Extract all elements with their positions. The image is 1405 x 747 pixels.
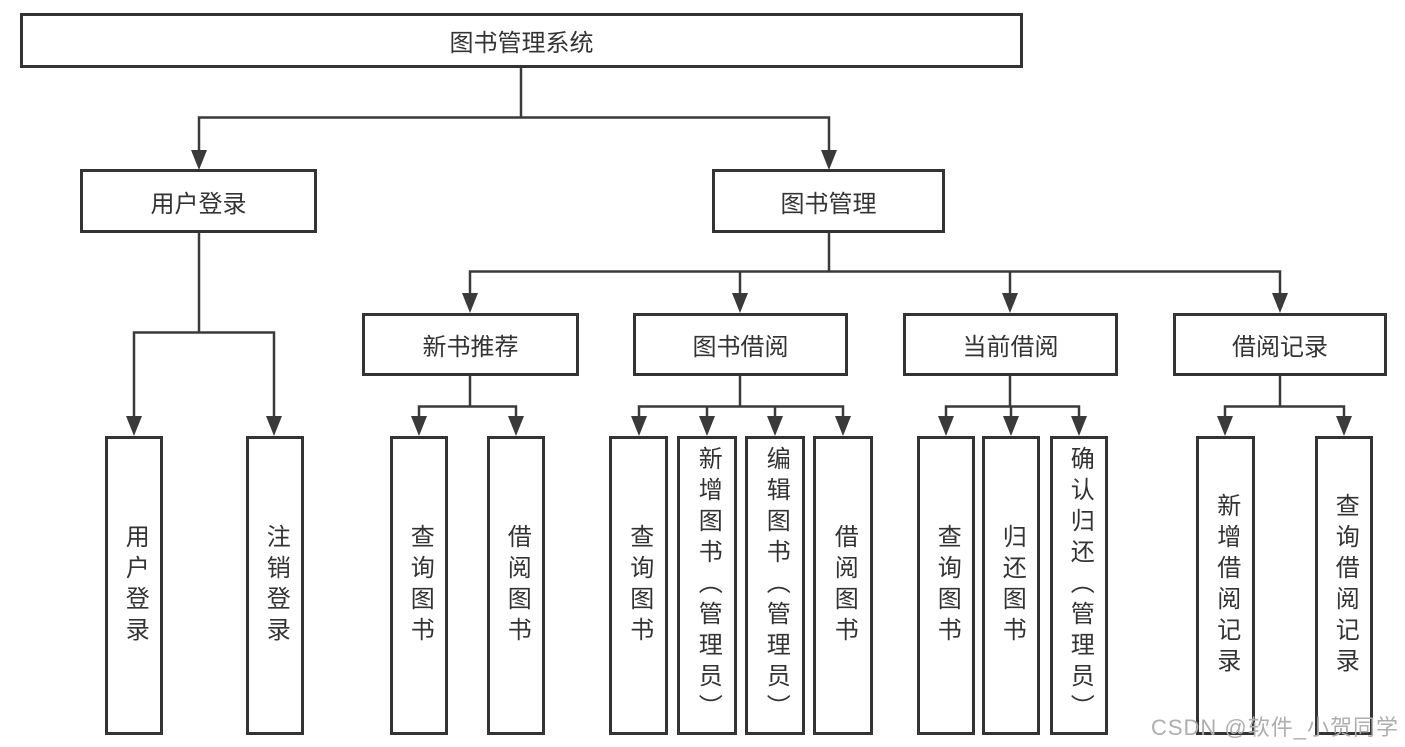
arrowhead: [1071, 416, 1087, 436]
leaf-label: 确认归还（管理员）: [1066, 446, 1094, 725]
arrowhead: [126, 416, 142, 436]
node-label: 图书借阅: [692, 334, 789, 361]
arrowhead: [1003, 416, 1019, 436]
leaf-label: 查询图书: [625, 523, 653, 648]
leaf-label: 归还图书: [998, 523, 1026, 648]
connector-root-to-level2: [191, 68, 837, 170]
connector-line: [1223, 376, 1346, 418]
leaf-label: 借阅图书: [503, 523, 531, 648]
leaf-user-login: 用户登录: [105, 436, 163, 735]
leaf-label: 新增借阅记录: [1212, 492, 1240, 679]
leaf-return-book: 归还图书: [982, 436, 1040, 735]
leaf-query-book-1: 查询图书: [390, 436, 448, 735]
leaf-label: 新增图书（管理员）: [694, 446, 722, 725]
leaf-label: 用户登录: [121, 523, 149, 648]
connector-borrowrecords-to-leaves: [1217, 376, 1352, 436]
arrowhead: [191, 150, 207, 170]
connector-bookmanagement-to-level3: [462, 233, 1288, 313]
leaf-label: 查询图书: [406, 523, 434, 648]
leaf-add-book-admin: 新增图书（管理员）: [677, 436, 737, 735]
arrowhead: [1002, 293, 1018, 313]
arrowhead: [631, 416, 647, 436]
connector-currentborrow-to-leaves: [938, 376, 1087, 436]
leaf-edit-book-admin: 编辑图书（管理员）: [745, 436, 805, 735]
connector-line: [197, 68, 831, 152]
csdn-watermark: CSDN @软件_小贺同学: [1150, 715, 1399, 740]
leaf-query-book-2: 查询图书: [609, 436, 668, 735]
arrowhead: [411, 416, 427, 436]
arrowhead: [938, 416, 954, 436]
node-current-borrow: 当前借阅: [903, 313, 1118, 376]
leaf-borrow-book-1: 借阅图书: [487, 436, 545, 735]
arrowhead: [732, 293, 748, 313]
arrowhead: [462, 293, 478, 313]
leaf-label: 查询借阅记录: [1331, 492, 1359, 679]
leaf-label: 查询图书: [933, 523, 961, 648]
node-label: 新书推荐: [422, 334, 519, 361]
connector-line: [417, 376, 518, 418]
arrowhead: [1217, 416, 1233, 436]
leaf-borrow-book-2: 借阅图书: [813, 436, 873, 735]
node-user-login: 用户登录: [80, 169, 317, 233]
leaf-label: 编辑图书（管理员）: [762, 446, 790, 725]
node-label: 当前借阅: [962, 334, 1059, 361]
arrowhead: [699, 416, 715, 436]
arrowhead: [1272, 293, 1288, 313]
leaf-label: 注销登录: [262, 523, 290, 648]
arrowhead: [1336, 416, 1352, 436]
leaf-label: 借阅图书: [830, 523, 858, 648]
leaf-add-borrow-record: 新增借阅记录: [1196, 436, 1255, 735]
arrowhead: [835, 416, 851, 436]
connector-newbook-to-leaves: [411, 376, 524, 436]
connector-line: [637, 376, 845, 418]
arrowhead: [821, 150, 837, 170]
arrowhead: [767, 416, 783, 436]
node-label: 图书管理系统: [449, 30, 594, 57]
arrowhead: [508, 416, 524, 436]
arrowhead: [266, 416, 282, 436]
leaf-query-borrow-record: 查询借阅记录: [1315, 436, 1373, 735]
node-book-borrow: 图书借阅: [633, 313, 848, 376]
leaf-confirm-return-admin: 确认归还（管理员）: [1050, 436, 1108, 735]
node-library-system: 图书管理系统: [20, 13, 1023, 68]
node-book-management: 图书管理: [712, 169, 945, 233]
connector-bookborrow-to-leaves: [631, 376, 851, 436]
connector-line: [132, 233, 276, 418]
connector-line: [944, 376, 1081, 418]
node-label: 借阅记录: [1232, 334, 1328, 361]
leaf-query-book-3: 查询图书: [917, 436, 975, 735]
node-new-book-recommend: 新书推荐: [362, 313, 579, 376]
connector-line: [468, 233, 1282, 295]
node-borrow-records: 借阅记录: [1173, 313, 1387, 376]
connector-userlogin-to-leaves: [126, 233, 282, 436]
node-label: 用户登录: [150, 190, 247, 218]
leaf-logout: 注销登录: [246, 436, 304, 735]
node-label: 图书管理: [780, 190, 877, 218]
